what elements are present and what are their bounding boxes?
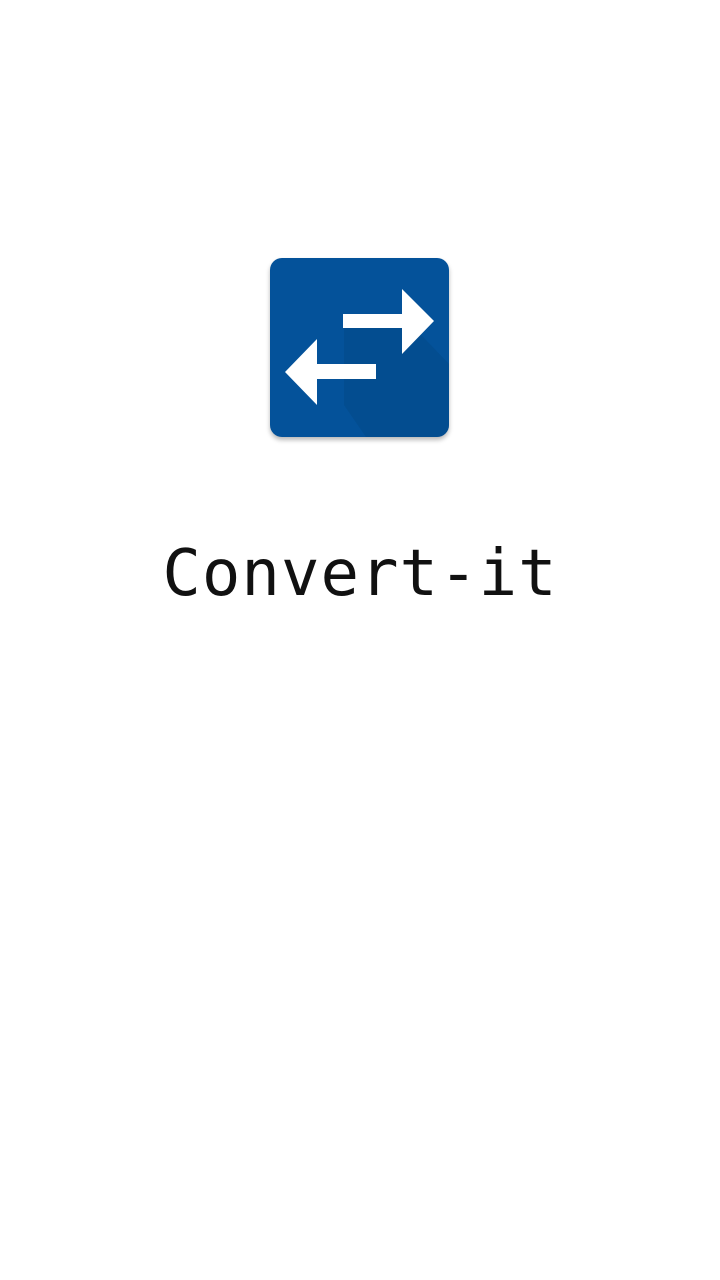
app-title: Convert-it: [162, 537, 558, 611]
swap-arrows-icon: [285, 289, 449, 437]
app-logo: [270, 258, 449, 437]
